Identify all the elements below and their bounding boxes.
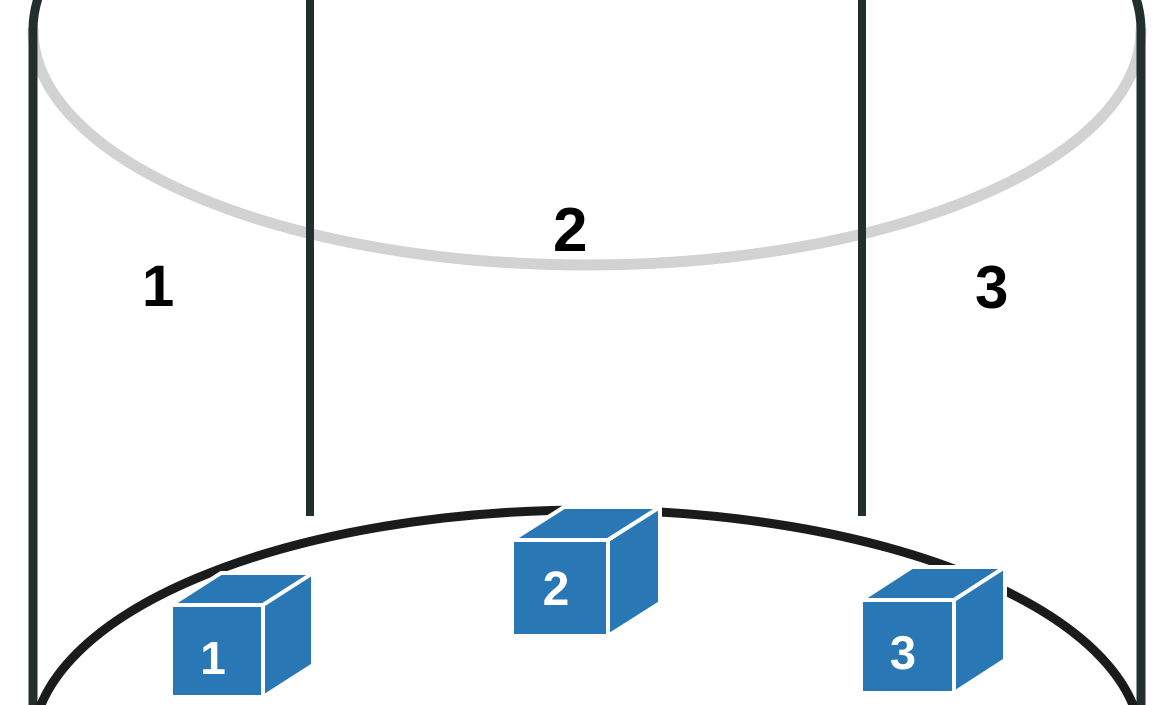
cube-2-label: 2	[543, 563, 570, 616]
cube-2-front-face	[510, 538, 610, 638]
cube-1-front-face	[169, 603, 265, 699]
cube-2[interactable]: 2	[510, 505, 662, 638]
zone-label-1: 1	[142, 254, 175, 319]
top-ellipse-hidden-arc	[27, 24, 1147, 271]
cube-3-front-face	[859, 598, 956, 695]
top-ellipse-front-arc	[28, 0, 1146, 35]
cube-1[interactable]: 1	[169, 571, 315, 699]
cube-3-label: 3	[890, 626, 916, 679]
cube-3[interactable]: 3	[859, 565, 1007, 695]
cube-1-label: 1	[200, 632, 226, 684]
zone-label-2: 2	[553, 196, 588, 265]
zone-label-3: 3	[975, 254, 1009, 321]
